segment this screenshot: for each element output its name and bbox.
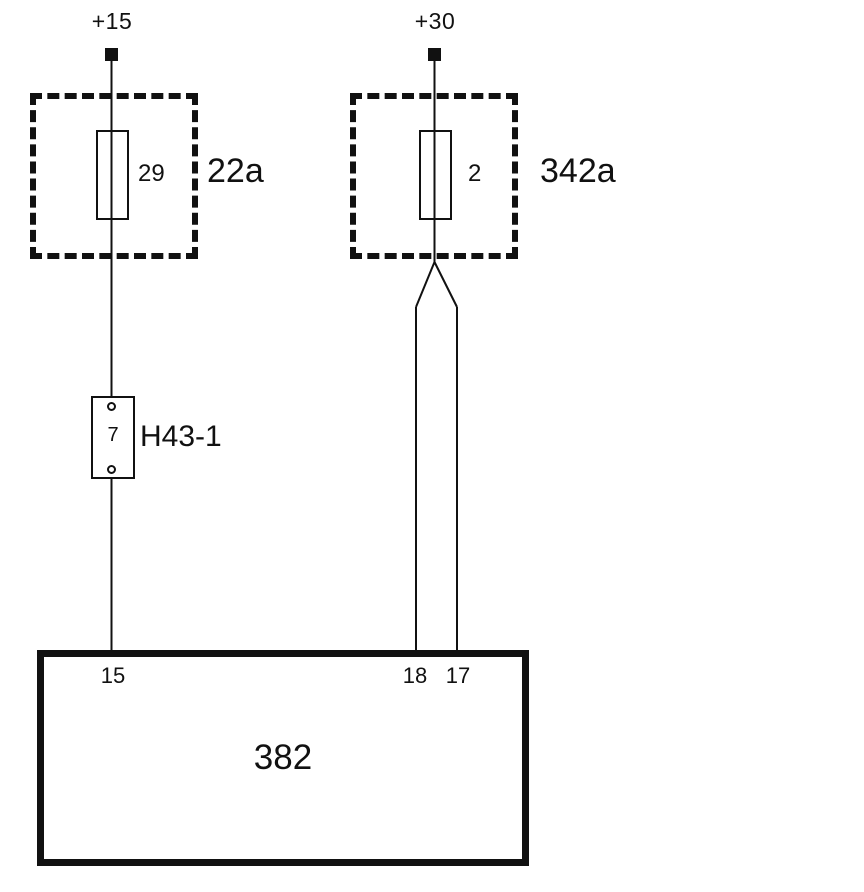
unit-pin-15: 15 (100, 663, 126, 688)
connector-h43-label: H43-1 (140, 420, 222, 453)
fuse-2-symbol (419, 130, 452, 220)
wire-split-left (415, 261, 436, 308)
supply-label-15: +15 (91, 8, 133, 34)
fuse-box-22a-label: 22a (207, 152, 264, 190)
fuse-29-number: 29 (138, 160, 165, 187)
connector-h43-contact-top (107, 402, 116, 411)
wire-split-right (433, 261, 458, 308)
connector-h43-contact-bottom (107, 465, 116, 474)
control-unit-382-label: 382 (253, 738, 313, 777)
fuse-29-symbol (96, 130, 129, 220)
control-unit-382 (37, 650, 529, 866)
terminal-square-30 (428, 48, 441, 61)
unit-pin-17: 17 (445, 663, 471, 688)
fuse-box-342a-label: 342a (540, 152, 616, 190)
fuse-2-number: 2 (468, 160, 482, 187)
terminal-square-15 (105, 48, 118, 61)
supply-label-30: +30 (414, 8, 456, 34)
unit-pin-18: 18 (402, 663, 428, 688)
fuse-box-22a (30, 93, 198, 259)
connector-h43-pin: 7 (107, 424, 119, 446)
fuse-box-342a (350, 93, 518, 259)
